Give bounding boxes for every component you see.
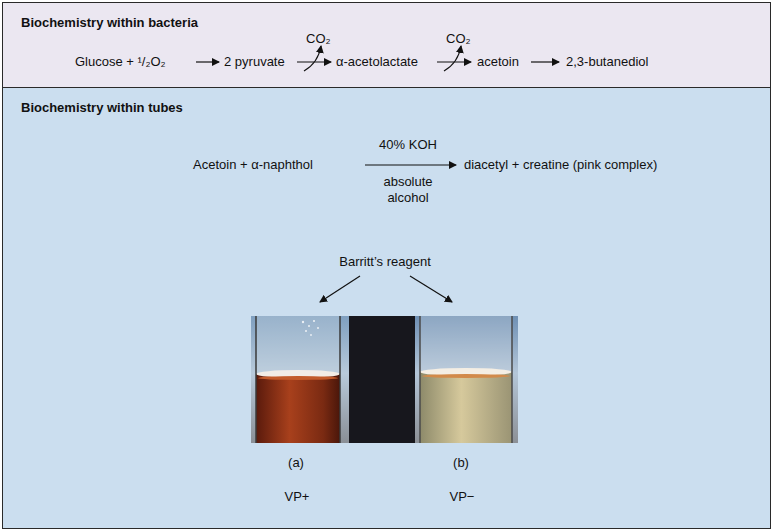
reaction-arrow — [437, 61, 471, 62]
compound-label: Glucose + ¹/₂O₂ — [75, 54, 166, 70]
reagent-label: 40% KOH — [356, 137, 460, 153]
product-label: diacetyl + creatine (pink complex) — [464, 157, 657, 173]
compound-label: acetoin — [477, 54, 519, 70]
compound-label: α-acetolactate — [336, 54, 418, 70]
tube-wall — [511, 316, 513, 443]
vp-negative-liquid — [420, 372, 512, 443]
compound-label: 2,3-butanediol — [566, 54, 648, 70]
byproduct-label: CO₂ — [446, 31, 471, 47]
result-label: VP+ — [276, 489, 318, 505]
photo-background — [415, 316, 518, 443]
section-band: Biochemistry within tubes — [2, 87, 771, 529]
reagent-arrow — [320, 276, 360, 302]
reaction-arrow — [297, 61, 331, 62]
tube-glass — [256, 316, 340, 443]
tube-wall — [339, 316, 341, 443]
photo-background — [349, 316, 415, 443]
meniscus — [420, 368, 512, 376]
surface-specks — [302, 320, 319, 336]
tube-photo — [251, 316, 518, 443]
result-label: VP− — [441, 489, 483, 505]
reaction-arrows — [196, 46, 559, 302]
tube-glass — [420, 316, 512, 443]
reagent-label: Barritt’s reagent — [315, 254, 455, 270]
reaction-arrow — [196, 61, 219, 62]
tube-letter: (a) — [278, 455, 314, 471]
reaction-arrow — [531, 61, 559, 62]
meniscus — [258, 376, 338, 380]
reagent-arrow — [410, 276, 452, 302]
co2-release-arrow — [304, 46, 321, 71]
tube-wall — [255, 316, 257, 443]
section-heading: Biochemistry within tubes — [21, 100, 183, 115]
reactant-label: Acetoin + α-naphthol — [193, 157, 313, 173]
compound-label: 2 pyruvate — [224, 54, 285, 70]
reaction-arrow — [365, 164, 456, 165]
meniscus — [256, 370, 340, 378]
photo-background — [251, 316, 349, 443]
tube-wall — [419, 316, 421, 443]
section-band: Biochemistry within bacteria — [2, 2, 771, 88]
vp-positive-liquid — [256, 374, 340, 443]
meniscus — [422, 374, 510, 378]
tube-letter: (b) — [443, 455, 479, 471]
byproduct-label: CO₂ — [306, 31, 331, 47]
condition-label: absolute alcohol — [366, 174, 450, 206]
section-heading: Biochemistry within bacteria — [21, 15, 198, 30]
co2-release-arrow — [444, 46, 461, 71]
